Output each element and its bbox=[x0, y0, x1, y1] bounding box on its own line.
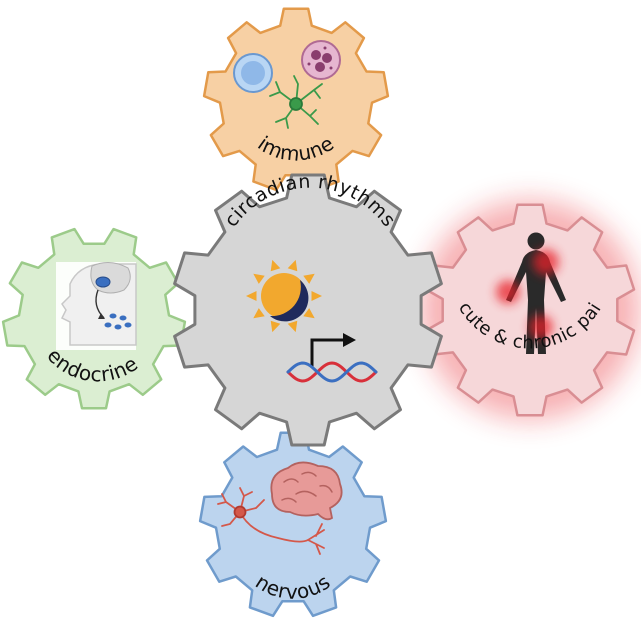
neuron-icon bbox=[217, 487, 325, 555]
sun-moon-icon bbox=[246, 259, 322, 333]
hormone-release-icon bbox=[95, 289, 132, 330]
sun-ray bbox=[253, 308, 265, 319]
neutrophil-icon bbox=[301, 40, 341, 80]
sun-ray bbox=[303, 308, 315, 319]
pain-spot-icon bbox=[496, 249, 559, 339]
sun-ray bbox=[270, 259, 281, 272]
pituitary-gland-icon bbox=[95, 276, 111, 288]
lymphocyte-icon bbox=[233, 53, 273, 93]
sun-ray bbox=[287, 320, 298, 333]
brain-icon bbox=[270, 461, 343, 521]
head-profile-icon bbox=[56, 262, 137, 350]
gene-expression-icon bbox=[286, 333, 378, 383]
human-body-icon bbox=[506, 232, 566, 354]
sun-ray bbox=[270, 320, 281, 333]
microglia-icon bbox=[269, 75, 323, 129]
sun-ray bbox=[246, 291, 257, 301]
sun-ray bbox=[311, 291, 322, 301]
sun-ray bbox=[253, 273, 265, 284]
sun-ray bbox=[287, 259, 298, 272]
sun-ray bbox=[303, 273, 315, 284]
